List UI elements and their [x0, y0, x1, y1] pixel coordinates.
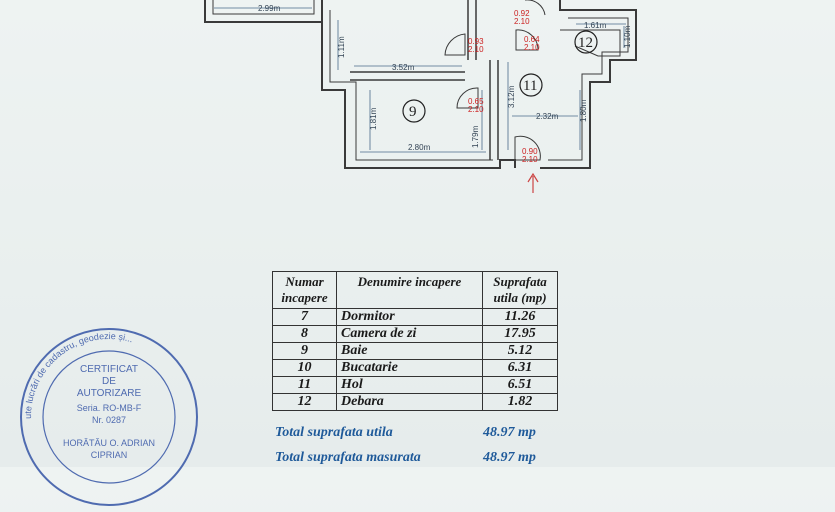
door-width: 0.90: [522, 147, 538, 156]
stamp-line: CIPRIAN: [91, 450, 128, 460]
dim-label: 3.12m: [507, 85, 516, 108]
dim-label: 2.99m: [258, 4, 281, 13]
stamp-line: CERTIFICAT: [80, 364, 138, 375]
room-name-cell: Dormitor: [336, 308, 483, 326]
room-num-cell: 9: [272, 342, 337, 360]
table-row: 8 Camera de zi 17.95: [272, 325, 558, 343]
door-width: 0.65: [468, 97, 484, 106]
room-name-cell: Debara: [336, 393, 483, 411]
room-num-cell: 7: [272, 308, 337, 326]
total-label: Total suprafata masurata: [275, 450, 421, 465]
room-area-cell: 17.95: [482, 325, 558, 343]
total-label: Total suprafata utila: [275, 425, 393, 440]
door-height: 2.10: [468, 45, 484, 54]
room-number: 12: [578, 35, 593, 51]
room-area-cell: 6.31: [482, 359, 558, 377]
room-num-cell: 12: [272, 393, 337, 411]
room-name-cell: Baie: [336, 342, 483, 360]
dim-label: 2.32m: [536, 112, 559, 121]
room-number: 11: [523, 78, 537, 94]
stamp-line: Seria. RO-MB-F: [77, 403, 142, 413]
stamp-line: HORĂTĂU O. ADRIAN: [63, 438, 155, 448]
room-name-cell: Camera de zi: [336, 325, 483, 343]
stamp-line: Nr. 0287: [92, 415, 126, 425]
authorization-stamp: ...utorizat de A.N.C.P.I. să execute luc…: [14, 322, 198, 506]
door-height: 2.10: [524, 43, 540, 52]
entrance-arrow-icon: [527, 172, 539, 193]
table-row: 12 Debara 1.82: [272, 393, 558, 411]
door-height: 2.10: [514, 17, 530, 26]
room-number: 9: [409, 104, 417, 120]
total-value: 48.97 mp: [483, 425, 536, 440]
col-header: Numar incapere: [272, 271, 337, 309]
floor-plan: 2.99m 1.11m 3.52m 1.81m 2.80m 1.79m 3.12…: [204, 0, 637, 193]
dim-label: 1.10m: [623, 25, 632, 48]
room-name-cell: Bucatarie: [336, 359, 483, 377]
door-width: 0.64: [524, 35, 540, 44]
door-width: 0.93: [468, 37, 484, 46]
room-area-cell: 1.82: [482, 393, 558, 411]
rooms-table: Numar incapere Denumire incapere Suprafa…: [272, 271, 558, 411]
dim-label: 1.79m: [471, 125, 480, 148]
table-row: 9 Baie 5.12: [272, 342, 558, 360]
room-area-cell: 6.51: [482, 376, 558, 394]
room-name-cell: Hol: [336, 376, 483, 394]
dim-label: 3.52m: [392, 63, 415, 72]
stamp-line: AUTORIZARE: [77, 388, 142, 399]
table-row: 10 Bucatarie 6.31: [272, 359, 558, 377]
col-header: Suprafata utila (mp): [482, 271, 558, 309]
room-area-cell: 11.26: [482, 308, 558, 326]
door-height: 2.10: [522, 155, 538, 164]
room-area-cell: 5.12: [482, 342, 558, 360]
dim-label: 2.80m: [408, 143, 431, 152]
door-width: 0.92: [514, 9, 530, 18]
table-header-row: Numar incapere Denumire incapere Suprafa…: [272, 271, 558, 309]
table-row: 7 Dormitor 11.26: [272, 308, 558, 326]
total-value: 48.97 mp: [483, 450, 536, 465]
door-height: 2.10: [468, 105, 484, 114]
room-num-cell: 8: [272, 325, 337, 343]
room-num-cell: 10: [272, 359, 337, 377]
room-num-cell: 11: [272, 376, 337, 394]
col-header: Denumire incapere: [336, 271, 483, 309]
dim-label: 1.61m: [584, 21, 607, 30]
dim-label: 1.11m: [337, 36, 346, 58]
dim-label: 1.80m: [579, 99, 588, 122]
table-row: 11 Hol 6.51: [272, 376, 558, 394]
stamp-line: DE: [102, 376, 116, 387]
dim-label: 1.81m: [369, 107, 378, 130]
